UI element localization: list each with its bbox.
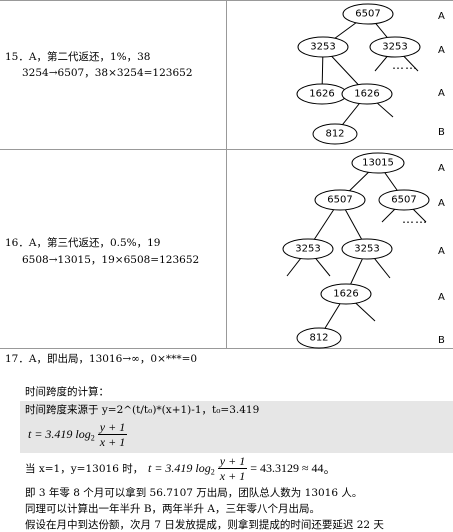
tree-node xyxy=(320,283,372,305)
formula-source-line: 时间跨度来源于 y=2^(t/t₀)*(x+1)-1，t₀=3.419 xyxy=(25,404,260,416)
formula-highlight-box xyxy=(20,401,453,453)
tree-node-label: 6507 xyxy=(327,195,352,206)
tree-node xyxy=(312,123,358,145)
log-base: 2 xyxy=(90,433,95,443)
tree-node xyxy=(341,238,393,260)
ellipsis-dots: …… xyxy=(392,58,418,72)
tree-node xyxy=(351,152,405,174)
conclusion-line-1: 即 3 年零 8 个月可以拿到 56.7107 万出局，团队总人数为 13016… xyxy=(25,487,363,499)
fraction-denominator: x + 1 xyxy=(99,435,126,449)
time-span-heading: 时间跨度的计算： xyxy=(25,386,109,398)
conclusion-line-3: 假设在月中到达份额，次月 7 日发放提成，则拿到提成的时间还要延迟 22 天 xyxy=(25,519,384,531)
ellipsis-dots: …… xyxy=(402,212,428,226)
tree-node-label: 1626 xyxy=(333,289,358,300)
tree-node-label: 1626 xyxy=(354,89,379,100)
fraction: y + 1 x + 1 xyxy=(97,420,128,449)
level-label: A xyxy=(438,198,445,209)
level-label: A xyxy=(438,292,445,303)
calc-numerator: y + 1 xyxy=(217,454,248,469)
tree-node xyxy=(314,189,366,211)
level-label: A xyxy=(438,11,445,22)
calc-result: = 43.3129 ≈ 44 xyxy=(250,461,324,475)
answer-16-line2: 6508→13015，19×6508=123652 xyxy=(22,254,200,266)
tree-node-label: 6507 xyxy=(391,195,416,206)
tree-node xyxy=(282,238,334,260)
level-label: A xyxy=(438,163,445,174)
fraction-numerator: y + 1 xyxy=(97,420,128,435)
level-label: B xyxy=(438,127,445,138)
tree-node-label: 13015 xyxy=(362,158,394,169)
tree-diagram-15: 6507 3253 3253 1626 1626 812 xyxy=(296,3,421,145)
tree-node xyxy=(297,36,349,58)
tree-node-label: 3253 xyxy=(354,244,379,255)
calc-lhs: t = 3.419 log xyxy=(148,461,211,475)
formula-t: t = 3.419 log2 y + 1 x + 1 xyxy=(28,420,128,449)
answer-15-line2: 3254→6507，38×3254=123652 xyxy=(22,67,193,79)
tree-node xyxy=(296,327,342,349)
answer-16-line1: 16．A，第三代返还，0.5%，19 xyxy=(5,237,161,249)
conclusion-line-2: 同理可以计算出一年半升 B，两年半升 A，三年零八个月出局。 xyxy=(25,503,320,515)
tree-node xyxy=(341,83,393,105)
tree-node-label: 6507 xyxy=(355,9,380,20)
calc-denominator: x + 1 xyxy=(219,469,246,483)
tree-node-label: 1626 xyxy=(309,89,334,100)
tree-node-label: 812 xyxy=(309,333,328,344)
row-divider-16-17 xyxy=(0,348,453,349)
calc-fraction: y + 1 x + 1 xyxy=(217,454,248,483)
calc-log-base: 2 xyxy=(210,467,215,477)
answer-15-line1: 15．A，第二代返还，1%，38 xyxy=(5,51,151,63)
column-divider xyxy=(226,0,227,348)
tree-node-label: 812 xyxy=(325,129,344,140)
level-label: A xyxy=(438,88,445,99)
tree-node-label: 3253 xyxy=(295,244,320,255)
tree-node-label: 3253 xyxy=(382,42,407,53)
tree-node xyxy=(378,189,430,211)
level-label: B xyxy=(438,335,445,346)
tree-node xyxy=(369,36,421,58)
calc-end: 。 xyxy=(323,462,336,476)
formula-lhs: t = 3.419 log xyxy=(28,427,91,441)
tree-node xyxy=(342,3,394,25)
tree-node-label: 3253 xyxy=(310,42,335,53)
answer-17: 17．A，即出局，13016→∞，0×***=0 xyxy=(5,353,198,365)
level-label: A xyxy=(438,246,445,257)
level-label: A xyxy=(438,45,445,56)
calc-prefix: 当 x=1，y=13016 时， xyxy=(25,463,144,475)
calc-formula: t = 3.419 log2 y + 1 x + 1 = 43.3129 ≈ 4… xyxy=(148,454,336,483)
